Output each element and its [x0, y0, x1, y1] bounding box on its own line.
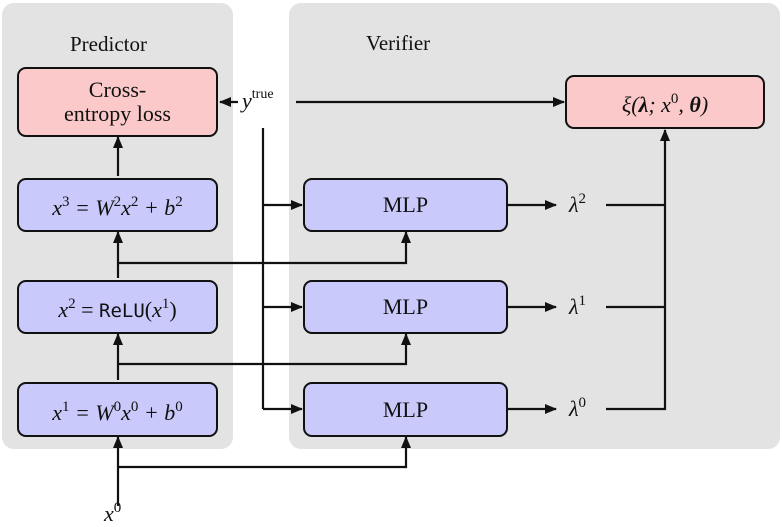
- loss-line1: Cross-: [88, 77, 147, 102]
- x1-layer-box: x1 = W0x0 + b0: [17, 382, 218, 437]
- loss-line2: entropy loss: [64, 101, 171, 126]
- y-true-label: ytrue: [242, 87, 274, 113]
- mlp-mid-label: MLP: [382, 294, 429, 319]
- mlp-bottom-box: MLP: [303, 382, 508, 437]
- input-x0-label: x0: [104, 500, 122, 526]
- mlp-top-label: MLP: [382, 192, 429, 217]
- lambda2-label: λ2: [569, 191, 587, 217]
- xi-expression: ξ(λ; x0, θ): [621, 91, 709, 117]
- x1-equation: x1 = W0x0 + b0: [52, 398, 183, 425]
- cross-entropy-loss-box: Cross- entropy loss: [17, 67, 218, 137]
- x2-layer-box: x2 = ReLU(x1): [17, 280, 218, 334]
- mlp-top-box: MLP: [303, 178, 508, 232]
- predictor-title: Predictor: [70, 32, 147, 56]
- x2-equation: x2 = ReLU(x1): [58, 295, 177, 322]
- verifier-title: Verifier: [366, 31, 431, 55]
- x3-equation: x3 = W2x2 + b2: [52, 194, 183, 220]
- lambda1-label: λ1: [569, 293, 587, 319]
- lambda0-label: λ0: [569, 395, 587, 421]
- x3-layer-box: x3 = W2x2 + b2: [17, 178, 218, 232]
- xi-objective-box: ξ(λ; x0, θ): [565, 75, 765, 129]
- mlp-mid-box: MLP: [303, 280, 508, 334]
- mlp-bottom-label: MLP: [382, 396, 429, 422]
